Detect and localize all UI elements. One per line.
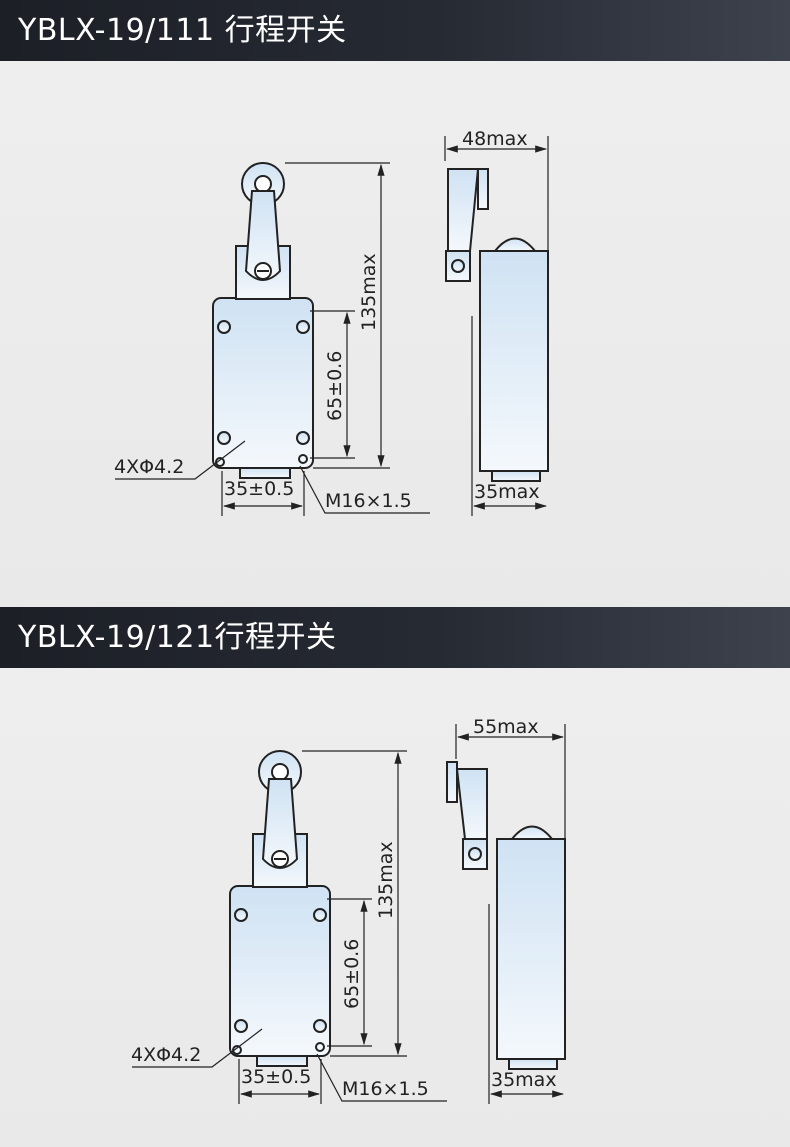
holes-dimension: 4XΦ4.2 [114,456,184,478]
side-view [445,168,549,482]
depth-dimension: 48max [462,128,528,150]
side-view [446,761,566,1070]
thread-dimension: M16×1.5 [325,490,412,512]
dimension-lines [115,136,549,516]
height-dimension: 135max [375,841,397,919]
dimension-lines [132,724,566,1104]
holes-dimension: 4XΦ4.2 [131,1044,201,1066]
height-dimension: 135max [358,253,380,331]
drawing-yblx-19-121: 135max 65±0.6 35±0.5 4XΦ4.2 M16×1.5 55ma… [0,668,790,1147]
mount-dimension: 65±0.6 [324,351,346,421]
section-header-111: YBLX-19/111 行程开关 [0,0,790,61]
front-view [229,750,331,1067]
mount-dimension: 65±0.6 [341,939,363,1009]
width-dimension: 35±0.5 [224,478,294,500]
dimension-drawing: 135max 65±0.6 35±0.5 4XΦ4.2 M16×1.5 55ma… [131,716,566,1104]
drawing-yblx-19-111: 135max 65±0.6 35±0.5 4XΦ4.2 M16×1.5 48ma… [0,61,790,607]
front-view [212,162,314,479]
side-width-dimension: 35max [474,481,540,503]
width-dimension: 35±0.5 [241,1066,311,1088]
side-width-dimension: 35max [491,1069,557,1091]
section-header-121: YBLX-19/121行程开关 [0,607,790,668]
depth-dimension: 55max [473,716,539,738]
dimension-drawing: 135max 65±0.6 35±0.5 4XΦ4.2 M16×1.5 48ma… [114,128,549,516]
thread-dimension: M16×1.5 [342,1078,429,1100]
